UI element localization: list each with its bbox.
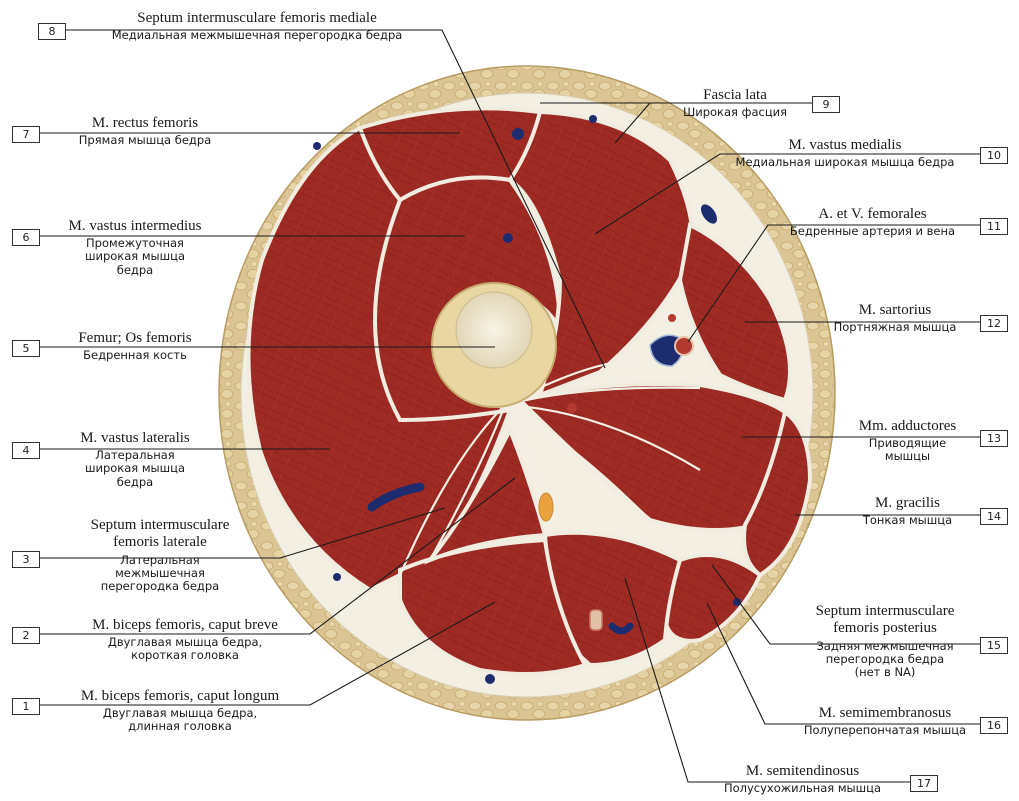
label-1: M. biceps femoris, caput longum Двуглава… — [55, 688, 305, 734]
label-number-10: 10 — [980, 147, 1008, 164]
label-6-russian: Промежуточная широкая мышца бедра — [55, 237, 215, 277]
label-14-latin: M. gracilis — [845, 495, 970, 512]
label-1-russian: Двуглавая мышца бедра, длинная головка — [55, 707, 305, 733]
label-17: M. semitendinosus Полусухожильная мышца — [700, 763, 905, 795]
label-12-russian: Портняжная мышца — [820, 321, 970, 334]
label-4-latin: M. vastus lateralis — [55, 430, 215, 447]
label-8-russian: Медиальная межмышечная перегородка бедра — [72, 29, 442, 42]
label-number-1: 1 — [12, 698, 40, 715]
label-6-latin: M. vastus intermedius — [55, 218, 215, 235]
label-11-russian: Бедренные артерия и вена — [770, 225, 975, 238]
label-15-russian: Задняя межмышечная перегородка бедра (не… — [790, 640, 980, 680]
label-number-13: 13 — [980, 430, 1008, 447]
label-5-latin: Femur; Os femoris — [55, 330, 215, 347]
label-3-russian: Латеральная межмышечная перегородка бедр… — [60, 554, 260, 594]
label-4: M. vastus lateralis Латеральная широкая … — [55, 430, 215, 489]
label-number-8: 8 — [38, 23, 66, 40]
label-number-17: 17 — [910, 775, 938, 792]
label-17-russian: Полусухожильная мышца — [700, 782, 905, 795]
label-2-latin: M. biceps femoris, caput breve — [70, 617, 300, 634]
label-number-6: 6 — [12, 229, 40, 246]
label-9-latin: Fascia lata — [660, 87, 810, 104]
label-7-latin: M. rectus femoris — [55, 115, 235, 132]
label-4-russian: Латеральная широкая мышца бедра — [55, 449, 215, 489]
label-2: M. biceps femoris, caput breve Двуглавая… — [70, 617, 300, 663]
label-13-latin: Mm. adductores — [840, 418, 975, 435]
label-number-9: 9 — [812, 96, 840, 113]
label-17-latin: M. semitendinosus — [700, 763, 905, 780]
label-10-latin: M. vastus medialis — [710, 137, 980, 154]
label-number-4: 4 — [12, 442, 40, 459]
label-1-latin: M. biceps femoris, caput longum — [55, 688, 305, 705]
label-number-15: 15 — [980, 637, 1008, 654]
label-10: M. vastus medialis Медиальная широкая мы… — [710, 137, 980, 169]
label-2-russian: Двуглавая мышца бедра, короткая головка — [70, 636, 300, 662]
label-5: Femur; Os femoris Бедренная кость — [55, 330, 215, 362]
label-number-7: 7 — [12, 126, 40, 143]
label-16-russian: Полуперепончатая мышца — [790, 724, 980, 737]
label-number-14: 14 — [980, 508, 1008, 525]
label-9-russian: Широкая фасция — [660, 106, 810, 119]
label-number-2: 2 — [12, 627, 40, 644]
label-8-latin: Septum intermusculare femoris mediale — [72, 10, 442, 27]
label-16: M. semimembranosus Полуперепончатая мышц… — [790, 705, 980, 737]
label-number-11: 11 — [980, 218, 1008, 235]
label-5-russian: Бедренная кость — [55, 349, 215, 362]
femur-marrow — [456, 292, 532, 368]
label-7-russian: Прямая мышца бедра — [55, 134, 235, 147]
label-11: A. et V. femorales Бедренные артерия и в… — [770, 206, 975, 238]
label-14-russian: Тонкая мышца — [845, 514, 970, 527]
label-7: M. rectus femoris Прямая мышца бедра — [55, 115, 235, 147]
label-15: Septum intermusculare femoris posterius … — [790, 603, 980, 679]
label-12-latin: M. sartorius — [820, 302, 970, 319]
label-6: M. vastus intermedius Промежуточная широ… — [55, 218, 215, 277]
label-12: M. sartorius Портняжная мышца — [820, 302, 970, 334]
label-number-5: 5 — [12, 340, 40, 357]
label-8: Septum intermusculare femoris mediale Ме… — [72, 10, 442, 42]
label-15-latin: Septum intermusculare femoris posterius — [790, 603, 980, 638]
label-10-russian: Медиальная широкая мышца бедра — [710, 156, 980, 169]
label-number-16: 16 — [980, 717, 1008, 734]
label-3: Septum intermusculare femoris laterale Л… — [60, 517, 260, 593]
label-16-latin: M. semimembranosus — [790, 705, 980, 722]
label-11-latin: A. et V. femorales — [770, 206, 975, 223]
label-9: Fascia lata Широкая фасция — [660, 87, 810, 119]
label-13: Mm. adductores Приводящие мышцы — [840, 418, 975, 464]
label-number-12: 12 — [980, 315, 1008, 332]
label-3-latin: Septum intermusculare femoris laterale — [60, 517, 260, 552]
label-number-3: 3 — [12, 551, 40, 568]
label-14: M. gracilis Тонкая мышца — [845, 495, 970, 527]
label-13-russian: Приводящие мышцы — [840, 437, 975, 463]
